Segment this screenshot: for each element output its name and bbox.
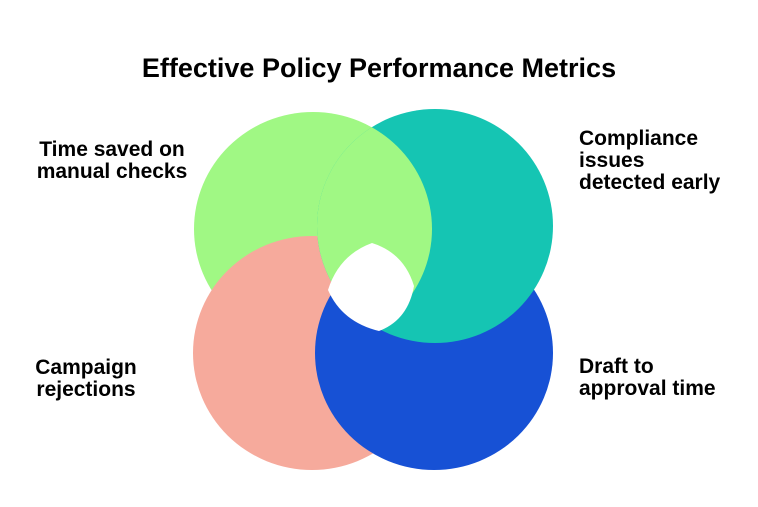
label-draft-line1: Draft to <box>579 355 654 378</box>
page-title: Effective Policy Performance Metrics <box>141 53 617 83</box>
label-campaign-line1: Campaign <box>35 356 137 379</box>
label-time-saved-line2: manual checks <box>36 160 188 183</box>
label-time-saved-line1: Time saved on <box>39 138 185 161</box>
label-campaign-line2: rejections <box>36 378 136 401</box>
label-compliance-line2: issues <box>579 149 645 172</box>
center-hole <box>328 243 414 331</box>
label-draft-line2: approval time <box>579 377 716 400</box>
label-draft: Draft to approval time <box>579 356 739 400</box>
label-time-saved: Time saved on manual checks <box>24 139 200 183</box>
label-compliance-line1: Compliance <box>579 127 699 150</box>
label-campaign: Campaign rejections <box>30 357 142 401</box>
label-compliance-line3: detected early <box>579 171 721 194</box>
label-compliance: Compliance issues detected early <box>579 128 749 194</box>
